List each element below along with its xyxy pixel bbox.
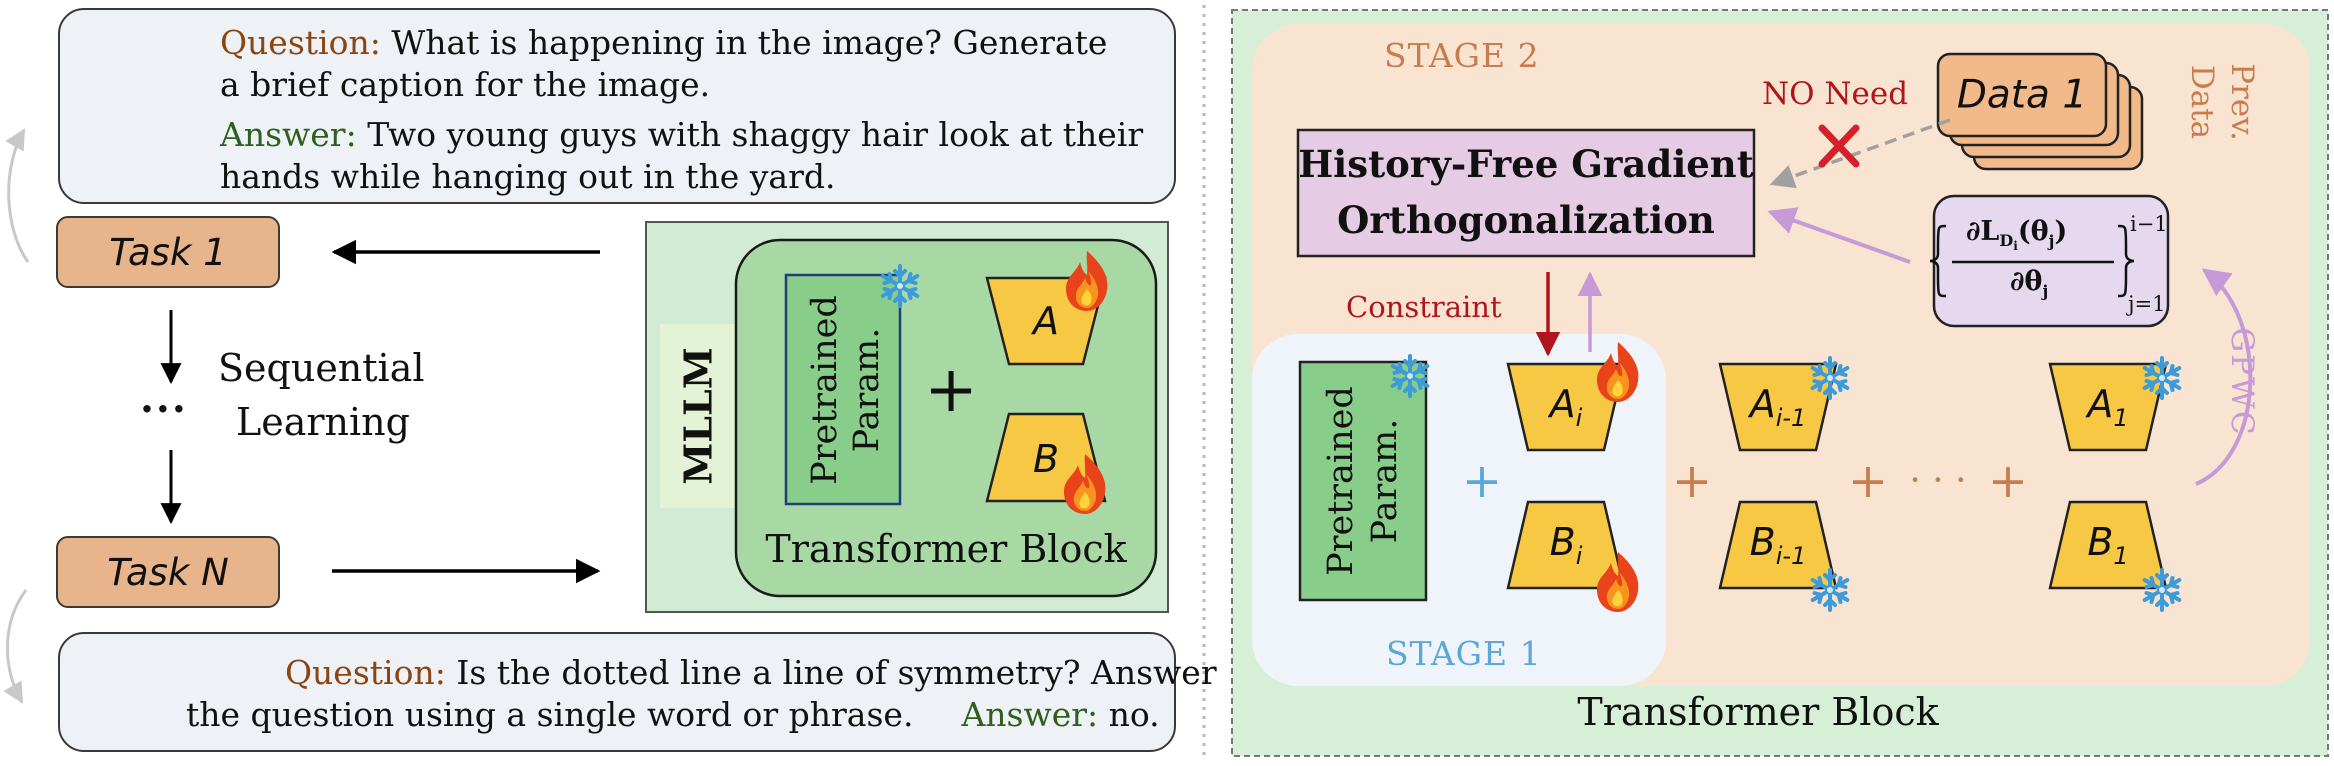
detail-pretrained-box [1298, 360, 1428, 602]
overview-pretrained-line2: Param. [847, 327, 887, 453]
gradient-denominator: ∂θj [2010, 266, 2049, 301]
detail-dots: · · · [1909, 460, 1967, 502]
task-last-box: Task N [56, 536, 280, 608]
hfgo-line2: Orthogonalization [1337, 198, 1715, 242]
first-task-example [58, 8, 1176, 204]
detail-block-label: Transformer Block [1577, 690, 1939, 734]
overview-plus: + [924, 353, 978, 427]
detail-plus-1: + [1461, 453, 1503, 509]
answer-text: Two young guys with shaggy hair look at … [367, 115, 1144, 154]
detail-plus-2: + [1671, 453, 1713, 509]
adapter-a-1 [2048, 362, 2168, 452]
prev-data-line1: Prev. [2224, 63, 2260, 141]
constraint-label: Constraint [1346, 290, 1502, 324]
first-answer-line1: Answer: Two young guys with shaggy hair … [220, 112, 1143, 157]
answer-label: Answer: [220, 115, 357, 154]
overview-adapter-b-label: B [1032, 437, 1060, 481]
overview-pretrained-line1: Pretrained [805, 295, 845, 485]
no-need-arrow [1769, 118, 1951, 189]
mllm-label-strip [660, 324, 736, 508]
detail-pretrained-line1: Pretrained [1321, 386, 1361, 576]
detail-plus-3: + [1847, 453, 1889, 509]
detail-pretrained-line2: Param. [1365, 418, 1405, 544]
adapter-b-1-label: B1 [2087, 520, 2129, 570]
stage1-label: STAGE 1 [1386, 634, 1542, 673]
first-answer-line2: hands while hanging out in the yard. [220, 157, 836, 196]
question-text: the question using a single word or phra… [186, 695, 914, 734]
data-label: Data 1 [1956, 72, 2088, 118]
question-label: Question: [220, 23, 381, 62]
overview-pretrained-box [784, 273, 902, 506]
gradient-lower-index: j=1 [2128, 292, 2166, 316]
answer-text: no. [1108, 695, 1160, 734]
right-brace-icon [2117, 224, 2135, 298]
question-label: Question: [285, 653, 446, 692]
hfgo-box [1296, 128, 1756, 258]
overview-adapter-a-label: A [1033, 299, 1059, 343]
gradient-upper-index: i−1 [2130, 212, 2168, 236]
cross-icon [1818, 124, 1860, 168]
question-text: Is the dotted line a line of symmetry? A… [456, 653, 1217, 692]
first-question-line1: Question: What is happening in the image… [220, 20, 1107, 65]
overview-block-label: Transformer Block [765, 527, 1127, 571]
left-brace-icon [1929, 224, 1947, 298]
learning-label: Learning [236, 400, 410, 444]
answer-label: Answer: [961, 695, 1099, 734]
adapter-a-i-minus-1 [1718, 362, 1838, 452]
gpwc-label: GPWC [2224, 327, 2260, 437]
adapter-b-i-minus-1-label: Bi-1 [1749, 520, 1807, 570]
gpwc-arrow [2195, 268, 2253, 486]
loop-arrow-down [3, 589, 28, 704]
adapter-a-1-label: A1 [2087, 382, 2129, 432]
prev-data-line2: Data [2184, 64, 2220, 140]
no-need-label: NO Need [1762, 76, 1909, 112]
last-task-example [58, 632, 1176, 752]
adapter-b-i-label: Bi [1549, 520, 1583, 570]
loop-arrow-up [5, 128, 30, 263]
first-question-line2: a brief caption for the image. [220, 65, 711, 104]
question-text: What is happening in the image? Generate [391, 23, 1108, 62]
last-question-line2: the question using a single word or phra… [186, 692, 1160, 737]
stage2-label: STAGE 2 [1384, 36, 1540, 75]
gradient-numerator: ∂LDi(θj) [1966, 216, 2068, 254]
ellipsis: ··· [140, 386, 188, 433]
task-first-box: Task 1 [56, 216, 280, 288]
last-question-line1: Question: Is the dotted line a line of s… [285, 650, 1217, 695]
detail-plus-4: + [1987, 453, 2029, 509]
right-panel [1231, 9, 2329, 757]
sequential-label: Sequential [218, 346, 425, 390]
adapter-a-i [1506, 362, 1626, 452]
adapter-a-i-label: Ai [1549, 382, 1583, 432]
adapter-a-i-minus-1-label: Ai-1 [1749, 382, 1807, 432]
gradient-to-hfgo-arrow [1767, 207, 1911, 264]
hfgo-line1: History-Free Gradient [1298, 142, 1754, 186]
mllm-label: MLLM [675, 347, 721, 485]
